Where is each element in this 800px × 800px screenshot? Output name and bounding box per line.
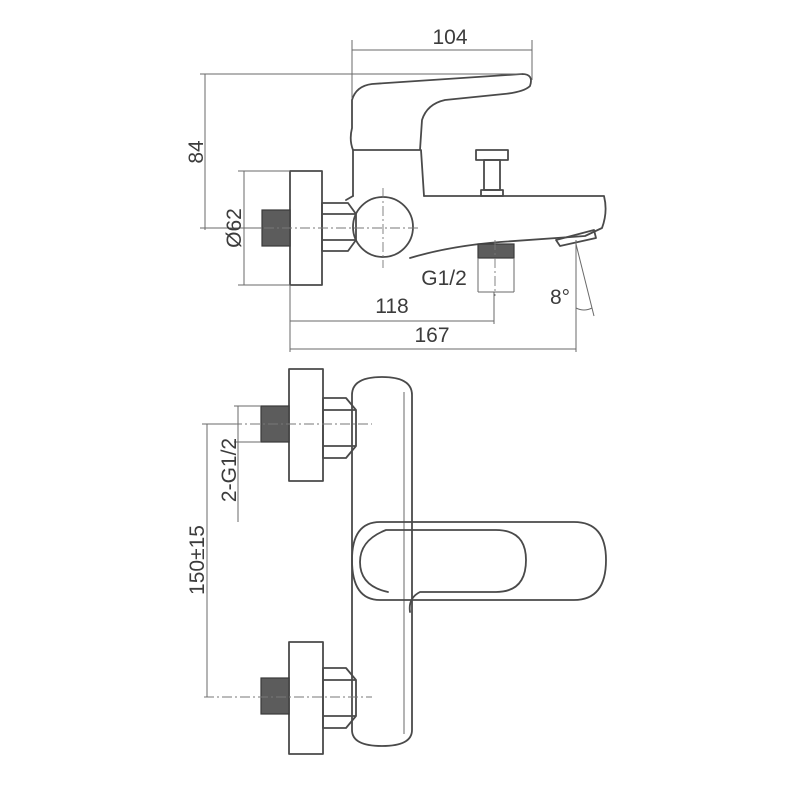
side-view (246, 73, 607, 296)
dim-diameter: Ø62 (223, 170, 290, 286)
dim-118: 118 (289, 285, 495, 352)
dim-label-118: 118 (375, 295, 408, 318)
dim-label-angle: 8° (550, 286, 570, 309)
front-body (351, 376, 413, 747)
dim-84: 84 (185, 73, 522, 230)
front-upper-nut (322, 397, 357, 459)
side-handle-lever (349, 73, 532, 151)
dim-label-167: 167 (414, 324, 449, 347)
front-upper-flange (288, 368, 324, 482)
front-lower-inlet (204, 641, 372, 755)
diverter-knob (475, 149, 509, 197)
dim-angle: 8° (550, 243, 595, 318)
front-view (204, 368, 607, 755)
dim-167: 167 (290, 240, 577, 352)
side-outlet-thread (477, 243, 515, 259)
dim-104: 104 (351, 26, 533, 98)
dim-label-104: 104 (432, 26, 467, 49)
side-spout-body (345, 195, 607, 259)
dim-outlet-thread: G1/2 (421, 258, 515, 293)
dim-inlet-threads: 2-G1/2 (218, 405, 261, 522)
side-aerator (555, 229, 597, 247)
front-lower-thread (260, 677, 290, 715)
side-cartridge-neck (352, 149, 425, 197)
side-union-nut (321, 202, 357, 252)
dim-label-outlet-thread: G1/2 (421, 267, 467, 290)
front-lower-flange (288, 641, 324, 755)
front-lower-nut (322, 667, 357, 729)
dim-label-center-distance: 150±15 (186, 525, 209, 595)
dim-label-diameter: Ø62 (223, 208, 246, 248)
front-upper-inlet (232, 368, 372, 482)
dim-label-inlet-threads: 2-G1/2 (218, 438, 241, 502)
dim-center-distance: 150±15 (186, 423, 236, 697)
front-handle-lever (351, 521, 607, 601)
dim-label-84: 84 (185, 140, 208, 164)
